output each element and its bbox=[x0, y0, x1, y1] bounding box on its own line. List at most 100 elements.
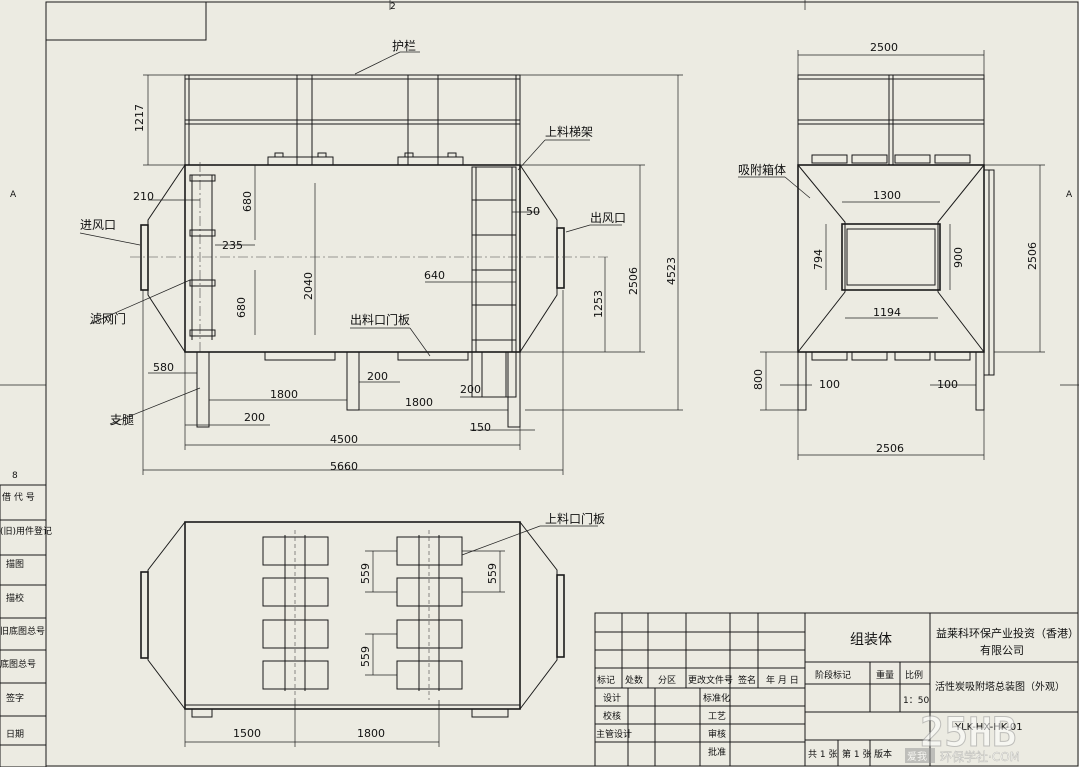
side-dim-1194: 1194 bbox=[873, 306, 901, 319]
tb-company-2: 有限公司 bbox=[980, 643, 1024, 657]
top-dim-559a: 559 bbox=[359, 563, 372, 584]
dim-200a: 200 bbox=[367, 370, 388, 383]
top-body bbox=[184, 521, 521, 710]
front-dimensions bbox=[142, 74, 683, 475]
tb-r-std: 标准化 bbox=[703, 692, 730, 704]
tb-h-doc: 更改文件号 bbox=[688, 674, 733, 686]
dim-1217: 1217 bbox=[133, 104, 146, 132]
dim-4523: 4523 bbox=[665, 257, 678, 285]
label-adsorption-box: 吸附箱体 bbox=[738, 162, 786, 177]
tb-sheets-total: 共 1 张 bbox=[808, 749, 837, 760]
watermark-tag: 爱我 bbox=[907, 750, 927, 763]
inlet-flange bbox=[140, 224, 149, 291]
dim-200b: 200 bbox=[244, 411, 265, 424]
side-dim-794: 794 bbox=[812, 249, 825, 270]
label-filter-door: 滤网门 bbox=[90, 311, 126, 326]
border-row-b: 8 bbox=[12, 471, 18, 481]
dim-5660: 5660 bbox=[330, 460, 358, 473]
side-dim-1300: 1300 bbox=[873, 189, 901, 202]
strip-1: 借 代 号 bbox=[2, 491, 35, 503]
top-dim-559c: 559 bbox=[486, 563, 499, 584]
watermark-big: 25HB bbox=[920, 710, 1016, 756]
tb-h-count: 处数 bbox=[625, 674, 643, 686]
tb-weight: 重量 bbox=[876, 669, 894, 681]
top-dim-1800: 1800 bbox=[357, 727, 385, 740]
dim-680b: 680 bbox=[235, 297, 248, 318]
tb-r-design: 设计 bbox=[603, 692, 621, 704]
strip-7: 签字 bbox=[6, 692, 24, 704]
side-dim-2506v: 2506 bbox=[1026, 242, 1039, 270]
label-inlet: 进风口 bbox=[80, 218, 116, 232]
label-ladder: 上料梯架 bbox=[545, 125, 593, 139]
tb-h-date: 年 月 日 bbox=[766, 674, 799, 686]
strip-5: 旧底图总号 bbox=[0, 625, 45, 637]
strip-8: 日期 bbox=[6, 729, 24, 740]
side-dim-800: 800 bbox=[752, 369, 765, 390]
bottom-doors bbox=[264, 351, 469, 361]
side-view: 2500 1300 794 900 1194 2506 800 100 100 … bbox=[738, 41, 1045, 460]
label-legs: 支腿 bbox=[110, 413, 134, 427]
strip-3: 描图 bbox=[6, 558, 24, 570]
tb-r-proc: 工艺 bbox=[708, 711, 726, 722]
top-dim-559b: 559 bbox=[359, 646, 372, 667]
watermark: 25HB 爱我 环保学社·COM bbox=[905, 710, 1020, 764]
dim-50: 50 bbox=[526, 205, 540, 218]
strip-6: 底图总号 bbox=[0, 658, 36, 670]
dim-680a: 680 bbox=[241, 191, 254, 212]
outlet-flange bbox=[556, 227, 565, 289]
dim-150: 150 bbox=[470, 421, 491, 434]
label-top-loading-door: 上料口门板 bbox=[545, 511, 605, 526]
tb-scale: 1：50 bbox=[903, 696, 929, 706]
tb-stage-mark: 阶段标记 bbox=[815, 669, 851, 681]
dim-235: 235 bbox=[222, 239, 243, 252]
side-dim-100a: 100 bbox=[819, 378, 840, 391]
top-dim-1500: 1500 bbox=[233, 727, 261, 740]
dim-1800b: 1800 bbox=[405, 396, 433, 409]
tb-version: 版本 bbox=[874, 748, 892, 760]
tb-r-check: 校核 bbox=[603, 710, 621, 722]
label-discharge-door: 出料口门板 bbox=[350, 312, 410, 327]
dim-2040: 2040 bbox=[302, 272, 315, 300]
side-dim-900: 900 bbox=[952, 247, 965, 268]
border-col-2: 2 bbox=[390, 2, 396, 12]
dim-2506: 2506 bbox=[627, 267, 640, 295]
top-doors bbox=[267, 152, 464, 166]
dim-580: 580 bbox=[153, 361, 174, 374]
strip-2: (旧)用件登记 bbox=[0, 525, 52, 537]
label-railing: 护栏 bbox=[392, 38, 416, 53]
dim-1253: 1253 bbox=[592, 290, 605, 318]
tb-r-chief: 主管设计 bbox=[596, 728, 632, 740]
side-dim-2500: 2500 bbox=[870, 41, 898, 54]
dim-210: 210 bbox=[133, 190, 154, 203]
border-row-a: A bbox=[10, 190, 17, 200]
dim-640: 640 bbox=[424, 269, 445, 282]
label-outlet: 出风口 bbox=[590, 211, 626, 225]
watermark-small: 环保学社·COM bbox=[940, 749, 1020, 764]
left-strip-table: 借 代 号 (旧)用件登记 描图 描校 旧底图总号 底图总号 签字 日期 bbox=[0, 484, 52, 767]
tb-assembly: 组装体 bbox=[850, 632, 892, 648]
tb-drawing-name: 活性炭吸附塔总装图（外观） bbox=[935, 680, 1065, 693]
strip-4: 描校 bbox=[6, 592, 24, 604]
tb-h-zone: 分区 bbox=[658, 675, 676, 686]
tb-sheet-no: 第 1 张 bbox=[842, 748, 871, 760]
tb-drawing-no: YLK-HX-HK-01 bbox=[954, 722, 1023, 733]
ladder bbox=[471, 166, 517, 398]
dim-4500: 4500 bbox=[330, 433, 358, 446]
side-dim-100b: 100 bbox=[937, 378, 958, 391]
front-view: 1217 210 680 235 2040 680 580 1800 200 2… bbox=[79, 38, 683, 475]
top-view: 559 559 559 1500 1800 上料口门板 bbox=[140, 511, 605, 747]
border-row-a-right: A bbox=[1066, 190, 1073, 200]
tb-h-sign: 签名 bbox=[738, 674, 756, 686]
tb-r-review: 审核 bbox=[708, 728, 726, 740]
side-opening bbox=[841, 223, 941, 291]
tb-company-1: 益莱科环保产业投资（香港） bbox=[936, 626, 1079, 640]
tb-r-approve: 批准 bbox=[708, 746, 726, 758]
title-block: 组装体 益莱科环保产业投资（香港） 有限公司 活性炭吸附塔总装图（外观） YLK… bbox=[594, 612, 1079, 767]
tb-h-mark: 标记 bbox=[597, 674, 615, 686]
dim-200c: 200 bbox=[460, 383, 481, 396]
dim-1800a: 1800 bbox=[270, 388, 298, 401]
side-dim-2506h: 2506 bbox=[876, 442, 904, 455]
tb-ratio: 比例 bbox=[905, 669, 923, 681]
